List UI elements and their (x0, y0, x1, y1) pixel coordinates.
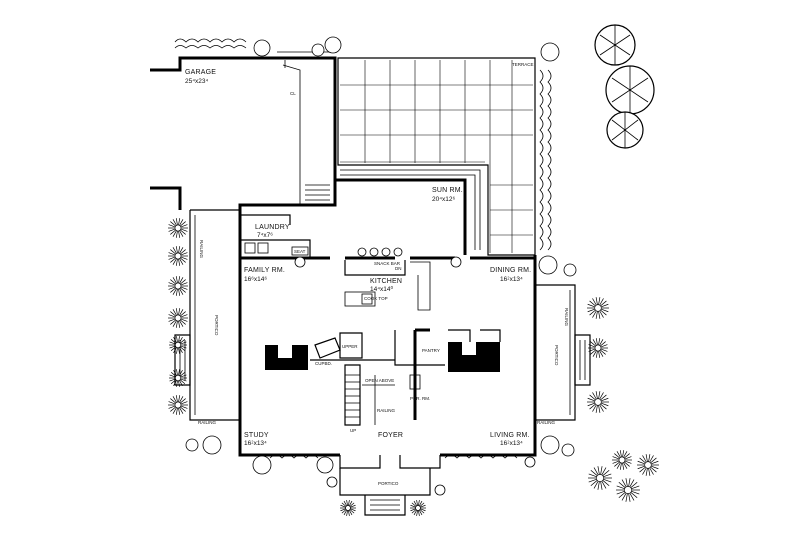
upper-label: UPPER (342, 344, 358, 349)
railing-left-label: RAILING (199, 240, 204, 259)
starburst-shrub (168, 276, 188, 296)
railing-stair-label: RAILING (377, 408, 396, 413)
starburst-shrub (587, 297, 609, 319)
terrace-label: TERRACE (512, 62, 534, 67)
laundry-label: LAUNDRY (255, 224, 290, 231)
fireplace-right (448, 342, 500, 372)
front-rooms: FOYER STUDY 16⁲x13⁴ LIVING RM. 16⁲x13⁴ (244, 432, 530, 447)
railing-right-label: RAILING (564, 308, 569, 327)
garage-closet-label: CL (290, 91, 296, 96)
railing-bottom-left-label: RAILING (198, 420, 217, 425)
sun-room: SUN RM. 20⁴x12⁶ (238, 178, 467, 255)
portico-front-label: PORTICO (378, 481, 399, 486)
garage-label: GARAGE (185, 69, 216, 76)
hedge (174, 38, 331, 53)
right-portico: PORTICO RAILING RAILING (535, 284, 591, 425)
stair-symbol: OPEN ABOVE RAILING UP (344, 364, 396, 433)
starburst-shrub (616, 478, 640, 502)
garage: GARAGE 25⁴x23⁴ CL (150, 56, 337, 210)
laundry: LAUNDRY 7⁴x7⁶ SEAT (240, 214, 311, 258)
sun-room-label: SUN RM. (432, 187, 463, 194)
foyer-label: FOYER (378, 432, 403, 439)
portico-right-label: PORTICO (554, 345, 559, 366)
dining-room-dims: 16⁲x13⁴ (500, 276, 523, 283)
study-label: STUDY (244, 432, 269, 439)
left-portico: PORTICO RAILING RAILING (174, 209, 241, 425)
tree-symbol (606, 111, 644, 149)
starburst-shrub (168, 246, 188, 266)
open-below-label: OPEN ABOVE (365, 378, 394, 383)
fireplace-left (265, 345, 308, 370)
pantry-label: PANTRY (422, 348, 440, 353)
starburst-shrub (612, 450, 632, 470)
starburst-shrub (637, 454, 659, 476)
powder-room-label: PDR. RM. (410, 396, 430, 401)
terrace: TERRACE (337, 57, 536, 256)
starburst-shrub (168, 218, 188, 238)
kitchen-dims: 14⁴x14⁰ (370, 285, 394, 293)
dining-room: DINING RM. 16⁲x13⁴ (490, 267, 531, 283)
front-portico: PORTICO (339, 468, 431, 516)
family-room-label: FAMILY RM. (244, 267, 285, 274)
right-hedge (539, 69, 552, 251)
shrubs (185, 36, 577, 496)
starburst-shrub (588, 466, 612, 490)
starburst-shrub (340, 500, 356, 516)
sun-room-dims: 20⁴x12⁶ (432, 196, 456, 203)
kitchen-label: KITCHEN (370, 278, 402, 285)
portico-left-label: PORTICO (214, 315, 219, 336)
seat-label: SEAT (294, 249, 306, 254)
study-dims: 16⁲x13⁴ (244, 440, 267, 447)
starburst-shrub (169, 369, 187, 387)
cupbd-label: CUPBD. (315, 361, 332, 366)
family-room-dims: 16⁶x14⁶ (244, 276, 267, 283)
laundry-dims: 7⁴x7⁶ (257, 232, 273, 239)
cook-top-label: COOK TOP (364, 296, 388, 301)
tree-symbol (605, 65, 655, 115)
starburst-shrub (169, 336, 187, 354)
main-walls (238, 255, 537, 469)
starburst-shrub (410, 500, 426, 516)
dn-label: DN (395, 266, 402, 271)
living-room-label: LIVING RM. (490, 432, 530, 439)
front-hedge (269, 454, 518, 459)
trees (594, 24, 655, 149)
core: CUPBD. UPPER PANTRY PDR. RM. (265, 328, 501, 420)
dining-room-label: DINING RM. (490, 267, 531, 274)
starburst-shrubs (168, 218, 659, 516)
tree-symbol (594, 24, 636, 66)
starburst-shrub (168, 395, 188, 415)
garage-dims: 25⁴x23⁴ (185, 78, 209, 85)
family-room: FAMILY RM. 16⁶x14⁶ (244, 267, 285, 283)
snack-bar-label: SNACK BAR (374, 261, 401, 266)
starburst-shrub (587, 391, 609, 413)
up-label: UP (350, 428, 356, 433)
starburst-shrub (588, 338, 608, 358)
railing-bottom-right-label: RAILING (537, 420, 556, 425)
starburst-shrub (168, 308, 188, 328)
living-room-dims: 16⁲x13⁴ (500, 440, 523, 447)
kitchen: COOK TOP SNACK BAR KITCHEN 14⁴x14⁰ DN (344, 247, 431, 311)
